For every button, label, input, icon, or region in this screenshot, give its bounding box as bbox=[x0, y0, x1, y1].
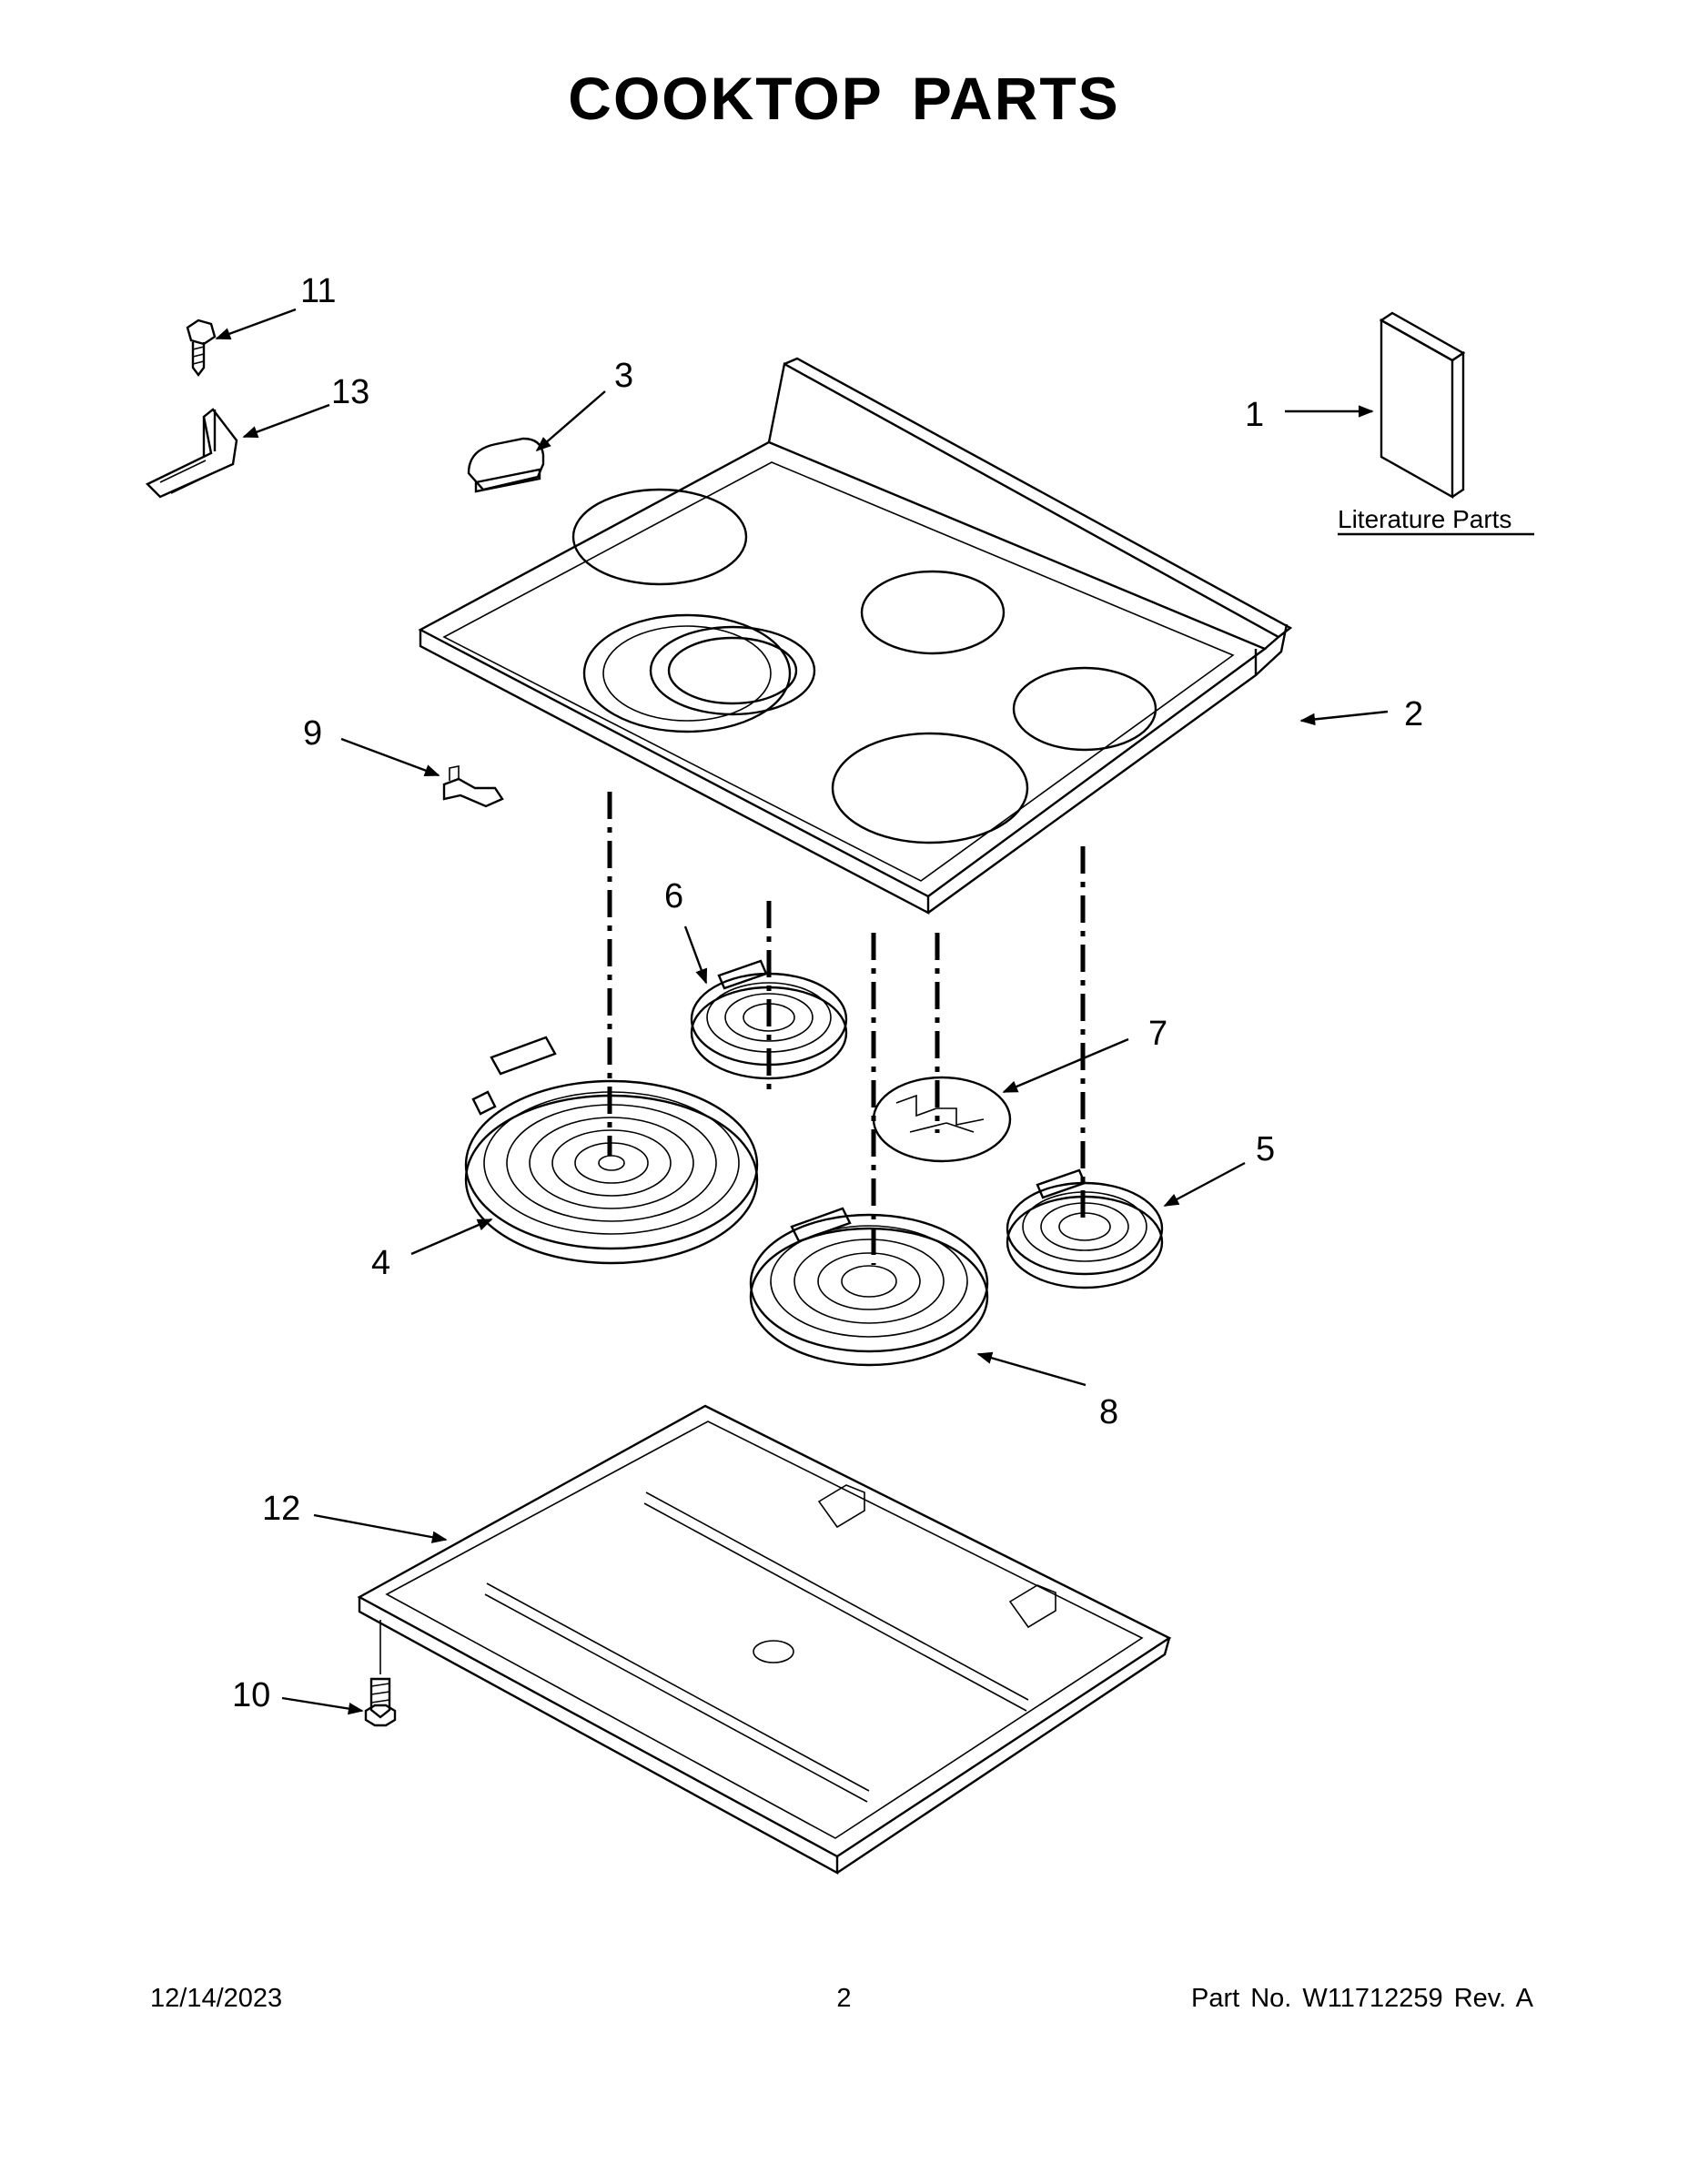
callout-4: 4 bbox=[371, 1244, 390, 1282]
footer-page-number: 2 bbox=[836, 1984, 852, 2013]
literature-parts-label: Literature Parts bbox=[1338, 505, 1511, 533]
callout-9: 9 bbox=[303, 714, 322, 753]
callout-6: 6 bbox=[664, 877, 683, 915]
callout-numbers: 1 2 3 4 5 6 7 8 9 10 11 12 13 bbox=[232, 272, 1423, 1714]
small-element-part-5 bbox=[1006, 1168, 1164, 1289]
callout-5: 5 bbox=[1256, 1130, 1275, 1168]
clip-part-9 bbox=[442, 765, 504, 808]
medium-element-part-8 bbox=[749, 1207, 989, 1367]
small-element-part-6 bbox=[690, 959, 848, 1080]
callout-1: 1 bbox=[1245, 396, 1264, 434]
page-title: COOKTOP PARTS bbox=[568, 65, 1120, 132]
footer-part-number: Part No. W11712259 Rev. A bbox=[1190, 1984, 1533, 2013]
literature-part-1: Literature Parts bbox=[1338, 311, 1534, 536]
large-element-part-4 bbox=[464, 1036, 759, 1265]
callout-3: 3 bbox=[614, 357, 633, 395]
screw-part-11 bbox=[186, 318, 217, 377]
callout-8: 8 bbox=[1099, 1393, 1118, 1431]
support-tray-part-12 bbox=[357, 1404, 1172, 1876]
callout-11: 11 bbox=[300, 272, 336, 310]
screw-part-10 bbox=[364, 1620, 397, 1727]
clip-part-3 bbox=[467, 437, 545, 493]
shield-part-7 bbox=[872, 1076, 1012, 1163]
bracket-part-13 bbox=[145, 408, 238, 499]
leader-arrows bbox=[215, 308, 1389, 1715]
callout-13: 13 bbox=[331, 373, 369, 411]
footer-date: 12/14/2023 bbox=[150, 1984, 283, 2013]
callout-2: 2 bbox=[1404, 695, 1423, 733]
callout-10: 10 bbox=[232, 1676, 270, 1714]
callout-12: 12 bbox=[262, 1490, 300, 1528]
cooktop-glass-part-2 bbox=[418, 357, 1293, 915]
callout-7: 7 bbox=[1148, 1015, 1167, 1053]
